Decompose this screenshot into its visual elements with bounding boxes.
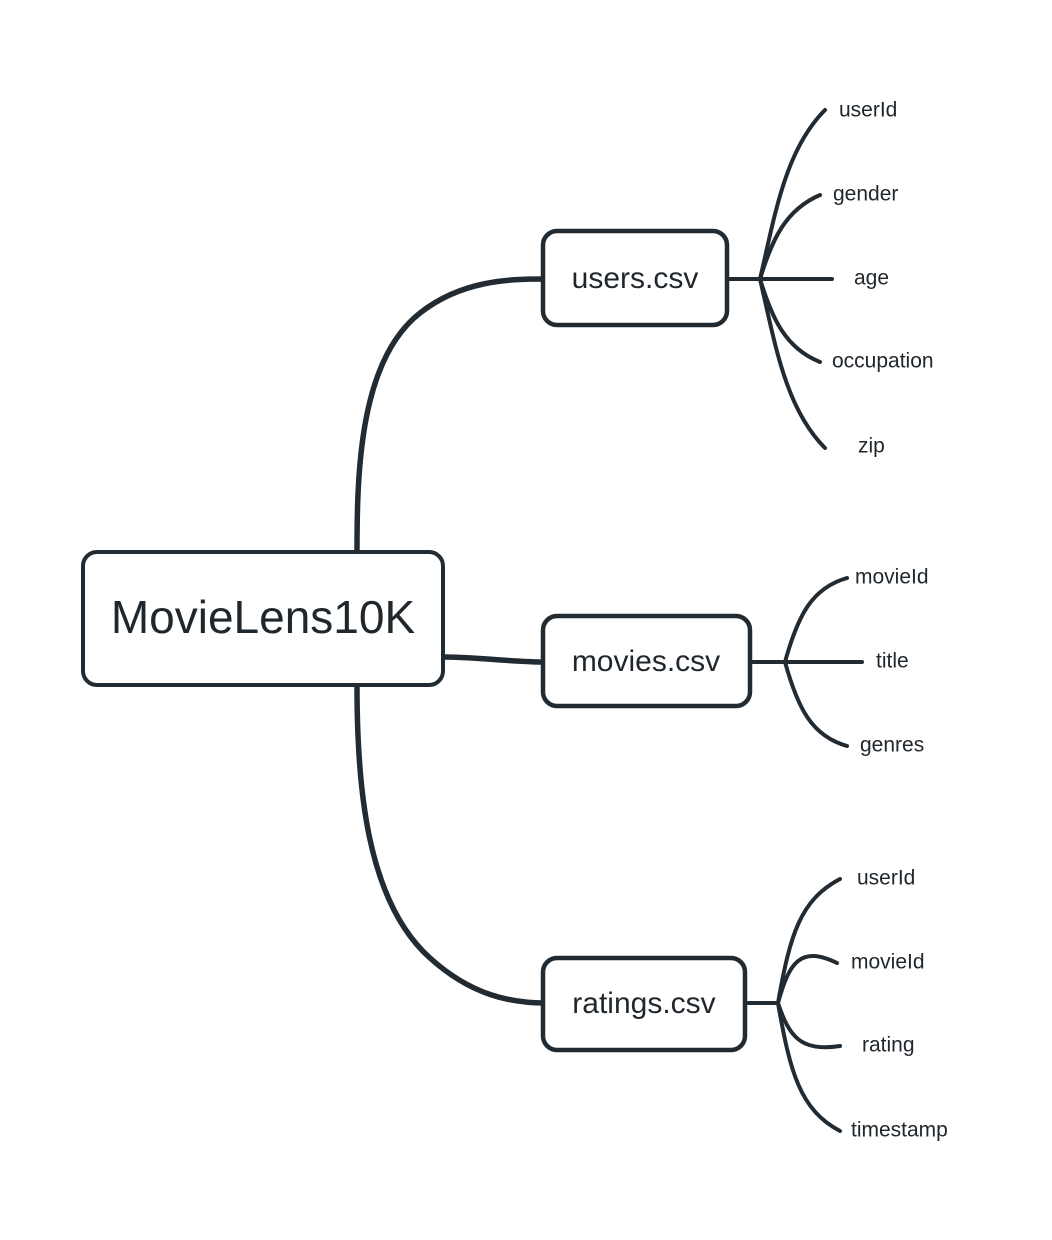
node-users-box[interactable]: [540, 228, 730, 328]
edge-users-zip: [758, 277, 827, 450]
node-ratings-label: ratings.csv: [572, 987, 715, 1020]
leaf-movies-genres: genres: [860, 734, 924, 757]
leaf-users-zip: zip: [858, 435, 885, 458]
edge-users-userId: [758, 108, 827, 281]
edge-root-to-ratings: [354, 548, 548, 1006]
node-movies-box[interactable]: [540, 613, 753, 709]
edge-users-gender: [758, 193, 822, 281]
edge-root-to-users: [354, 276, 548, 689]
edge-ratings-movieId: [776, 954, 839, 1005]
edge-ratings-userId: [776, 877, 842, 1005]
leaf-ratings-timestamp: timestamp: [851, 1119, 948, 1142]
edge-movies-genres: [783, 660, 849, 748]
leaf-movies-movieId: movieId: [855, 566, 929, 589]
node-movies[interactable]: movies.csv: [540, 613, 753, 709]
leaf-users-gender: gender: [833, 183, 898, 206]
node-root-label: MovieLens10K: [111, 591, 416, 643]
leaf-users-userId: userId: [839, 99, 897, 122]
node-users[interactable]: users.csv: [540, 228, 730, 328]
edge-root-to-movies: [438, 654, 548, 665]
leaf-ratings-rating: rating: [862, 1034, 915, 1057]
leaf-ratings-userId: userId: [857, 867, 915, 890]
edge-movies-movieId: [783, 576, 849, 664]
leaf-users-age: age: [854, 267, 889, 290]
node-movies-label: movies.csv: [572, 645, 720, 678]
leaf-ratings-movieId: movieId: [851, 951, 925, 974]
leaf-users-occupation: occupation: [832, 350, 934, 373]
node-ratings[interactable]: ratings.csv: [540, 955, 748, 1053]
node-root-box[interactable]: [81, 550, 445, 687]
node-ratings-box[interactable]: [540, 955, 748, 1053]
edge-ratings-timestamp: [776, 1001, 842, 1133]
node-root[interactable]: MovieLens10K: [81, 550, 445, 687]
node-users-label: users.csv: [572, 262, 699, 295]
leaf-movies-title: title: [876, 650, 909, 673]
